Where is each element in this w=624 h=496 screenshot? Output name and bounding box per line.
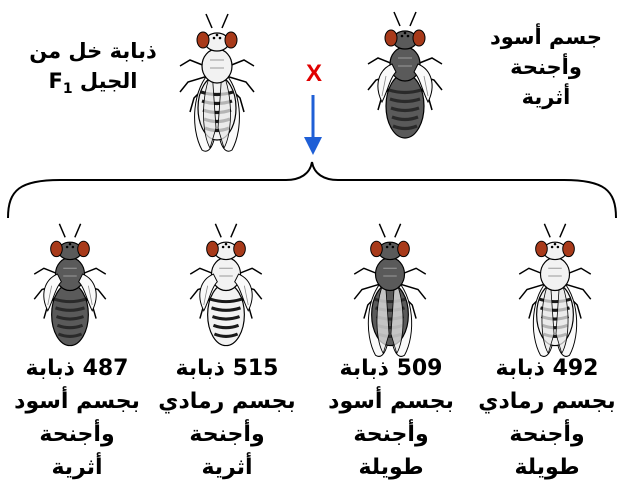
offspring-1-count: 487 ذبابة bbox=[2, 352, 152, 385]
offspring-1-label: 487 ذبابة بجسم أسود وأجنحة أثرية bbox=[2, 352, 152, 484]
offspring-2-label: 515 ذبابة بجسم رمادي وأجنحة أثرية bbox=[152, 352, 302, 484]
parent-left-label: ذبابة خل من الجيل F1 bbox=[18, 36, 168, 104]
offspring-3-wings-word: وأجنحة bbox=[316, 418, 466, 451]
offspring-4-wings: طويلة bbox=[472, 451, 622, 484]
offspring-1-wings-word: وأجنحة bbox=[2, 418, 152, 451]
offspring-4-fly bbox=[505, 218, 605, 363]
parent-black-vestigial-fly bbox=[355, 6, 455, 156]
parent-right-label: جسم أسود وأجنحة أثرية bbox=[476, 22, 616, 112]
offspring-3-fly bbox=[340, 218, 440, 363]
offspring-1-fly bbox=[20, 218, 120, 363]
offspring-1-body: بجسم أسود bbox=[2, 385, 152, 418]
parent-left-line-2-wrap: الجيل F1 bbox=[18, 66, 168, 104]
parent-left-line-2: الجيل F bbox=[49, 69, 138, 93]
offspring-3-count: 509 ذبابة bbox=[316, 352, 466, 385]
offspring-2-fly bbox=[176, 218, 276, 363]
offspring-4-wings-word: وأجنحة bbox=[472, 418, 622, 451]
parent-grey-fly bbox=[172, 8, 262, 158]
offspring-2-wings-word: وأجنحة bbox=[152, 418, 302, 451]
parent-left-line-1: ذبابة خل من bbox=[18, 36, 168, 66]
offspring-3-label: 509 ذبابة بجسم أسود وأجنحة طويلة bbox=[316, 352, 466, 484]
offspring-2-wings: أثرية bbox=[152, 451, 302, 484]
parent-right-line-1: جسم أسود bbox=[476, 22, 616, 52]
offspring-3-wings: طويلة bbox=[316, 451, 466, 484]
offspring-4-body: بجسم رمادي bbox=[472, 385, 622, 418]
down-arrow-icon bbox=[298, 95, 328, 157]
offspring-2-count: 515 ذبابة bbox=[152, 352, 302, 385]
parent-right-line-2: وأجنحة bbox=[476, 52, 616, 82]
offspring-4-label: 492 ذبابة بجسم رمادي وأجنحة طويلة bbox=[472, 352, 622, 484]
offspring-4-count: 492 ذبابة bbox=[472, 352, 622, 385]
parent-right-line-3: أثرية bbox=[476, 82, 616, 112]
offspring-1-wings: أثرية bbox=[2, 451, 152, 484]
cross-symbol: X bbox=[302, 60, 326, 88]
offspring-2-body: بجسم رمادي bbox=[152, 385, 302, 418]
parent-left-subscript: 1 bbox=[63, 81, 73, 97]
offspring-3-body: بجسم أسود bbox=[316, 385, 466, 418]
curly-brace bbox=[0, 160, 624, 220]
